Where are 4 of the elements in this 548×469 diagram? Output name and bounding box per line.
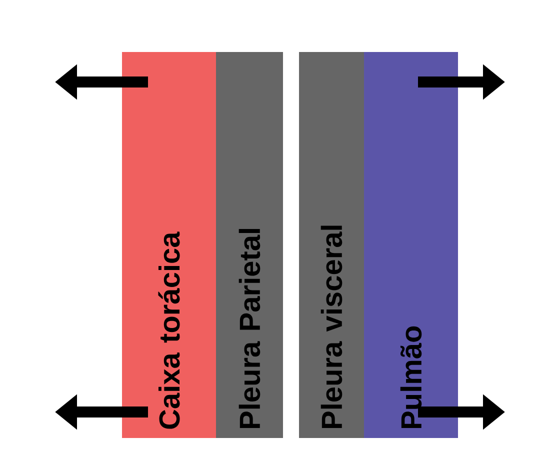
layer-band: Pulmão — [364, 52, 458, 438]
layer-band: Pleura Parietal — [216, 52, 283, 438]
layer-band: Pleura visceral — [299, 52, 364, 438]
layer-band: Caixa torácica — [122, 52, 216, 438]
